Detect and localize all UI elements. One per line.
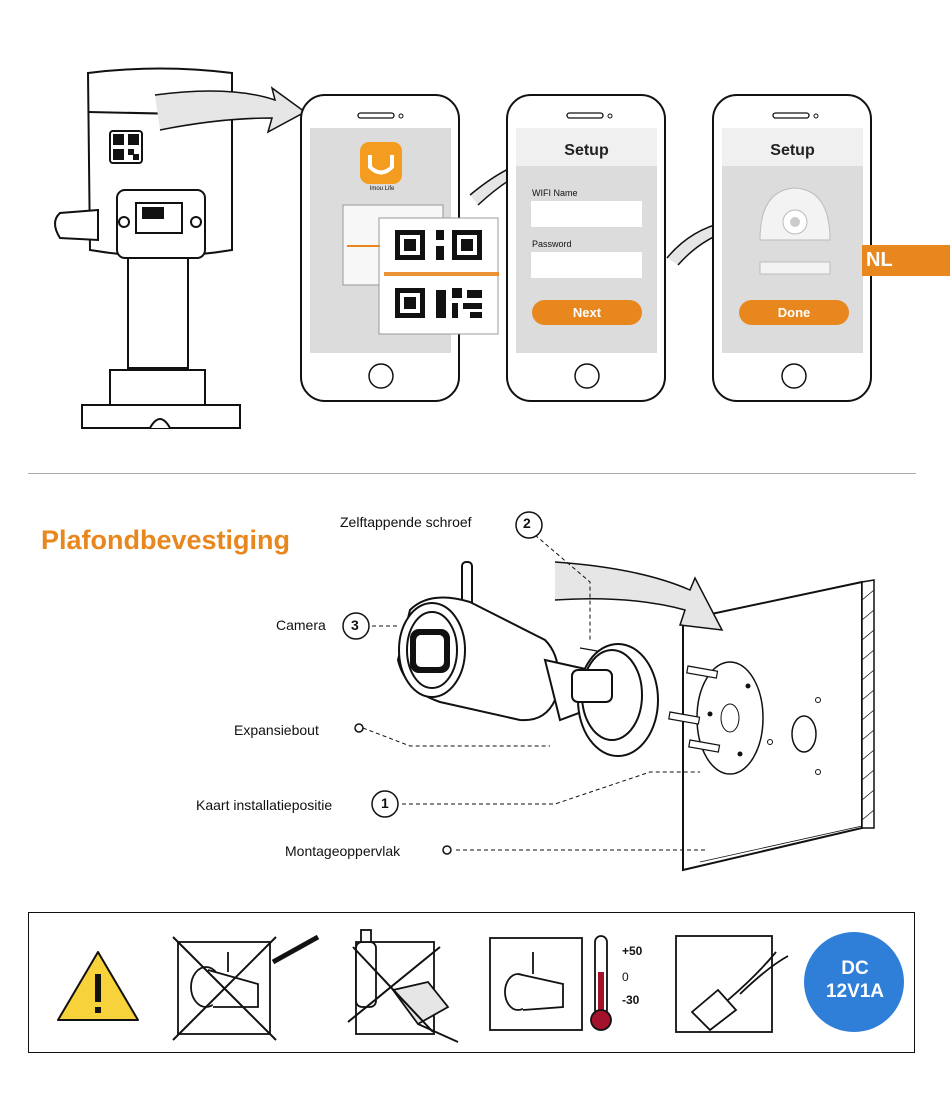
usb-cable-icon [676, 936, 788, 1032]
dc-label: DC [805, 958, 905, 980]
temperature-range-icon [490, 936, 611, 1030]
no-chemical-cleaning-icon [348, 930, 458, 1042]
setup-illustration [0, 0, 950, 440]
setup-title-phone-2: Setup [516, 142, 657, 160]
app-name-label: Imou Life [367, 186, 397, 192]
marker-1: 1 [381, 795, 389, 811]
voltage-label: 12V1A [805, 981, 905, 1003]
warning-icons [28, 912, 915, 1053]
camera-label: Camera [276, 617, 326, 633]
phone-3 [713, 95, 871, 401]
temp-low: -30 [622, 993, 639, 1007]
camera-side-illustration [55, 69, 240, 429]
section-divider [28, 473, 916, 474]
mount-direction-arrow [555, 562, 722, 630]
expansion-bolt-label: Expansiebout [234, 722, 319, 738]
done-button: Done [739, 300, 849, 325]
password-label: Password [532, 239, 572, 249]
phone-2 [507, 95, 665, 401]
temp-high: +50 [622, 944, 642, 958]
screw-label: Zelftappende schroef [340, 514, 472, 530]
setup-title-phone-3: Setup [722, 142, 863, 160]
mounting-surface-label: Montageoppervlak [285, 843, 400, 859]
next-button: Next [532, 300, 642, 325]
warning-triangle-icon [58, 952, 138, 1020]
mount-diagram [0, 490, 950, 880]
marker-2: 2 [523, 515, 531, 531]
temp-zero: 0 [622, 970, 629, 984]
no-disassembly-icon [173, 937, 318, 1040]
marker-3: 3 [351, 617, 359, 633]
language-tab-label: NL [866, 249, 893, 272]
wifi-name-label: WIFI Name [532, 188, 578, 198]
card-position-label: Kaart installatiepositie [196, 797, 332, 813]
